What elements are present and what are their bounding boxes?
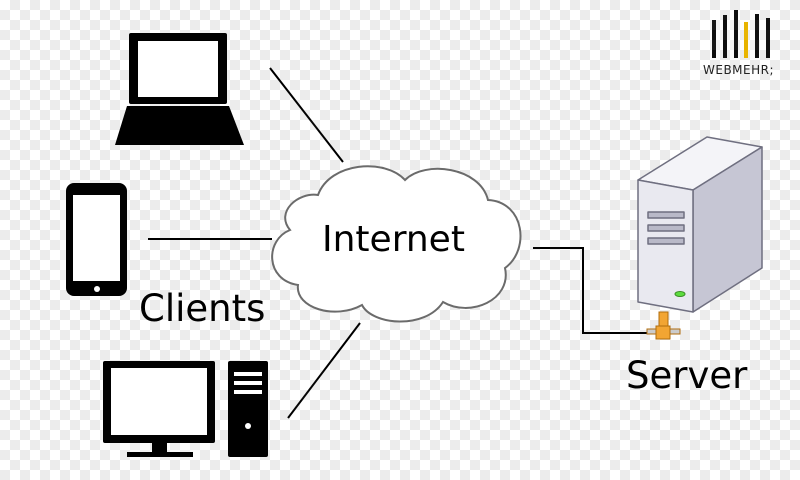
server-label: Server: [626, 354, 748, 397]
laptop-icon: [115, 33, 244, 145]
edge-internet-server: [533, 247, 648, 334]
desktop-computer-icon: [103, 361, 268, 457]
smartphone-icon: [66, 183, 127, 296]
network-connector-icon: [646, 311, 681, 340]
connection-lines: [148, 67, 648, 419]
edge-laptop-internet: [269, 67, 344, 163]
brand-logo-icon: [712, 10, 770, 58]
brand-label: WEBMEHR;: [703, 63, 775, 77]
cloud-icon: [271, 165, 522, 323]
internet-label: Internet: [322, 219, 465, 260]
server-tower-icon: [637, 136, 763, 313]
edge-desktop-internet: [287, 322, 361, 419]
clients-label: Clients: [139, 287, 266, 330]
